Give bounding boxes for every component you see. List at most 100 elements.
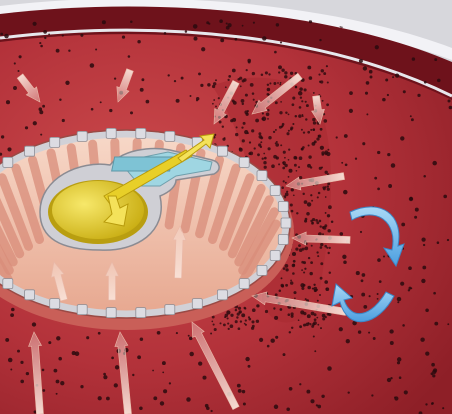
particle [215, 106, 217, 108]
particle [394, 396, 396, 398]
particle [256, 304, 259, 307]
particle [202, 376, 206, 380]
particle [275, 336, 278, 339]
particle [369, 70, 373, 74]
particle [289, 387, 293, 391]
particle [313, 128, 316, 131]
particle [326, 247, 328, 249]
particle [320, 128, 323, 131]
particle [397, 301, 399, 303]
particle [228, 328, 230, 330]
particle [292, 252, 296, 256]
particle [283, 353, 286, 356]
particle [248, 61, 251, 64]
particle [309, 20, 312, 23]
particle [1, 135, 4, 138]
particle [262, 36, 266, 40]
particle [56, 49, 60, 53]
particle [447, 239, 449, 241]
particle [39, 42, 41, 44]
particle [236, 126, 238, 128]
particle [242, 79, 245, 82]
particle [160, 401, 164, 405]
particle [322, 233, 324, 235]
particle [251, 320, 254, 323]
particle [325, 150, 329, 154]
particle [20, 380, 24, 384]
particle [326, 288, 328, 290]
particle [206, 21, 209, 24]
particle [397, 361, 400, 364]
particle [328, 205, 332, 209]
particle [423, 244, 425, 246]
rim-tooth [165, 131, 175, 141]
particle [111, 357, 114, 360]
particle [302, 193, 304, 195]
particle [421, 279, 425, 283]
particle [283, 163, 285, 165]
particle [281, 68, 284, 71]
particle [227, 317, 229, 319]
particle [292, 97, 295, 100]
particle [403, 90, 406, 93]
particle [223, 323, 226, 326]
particle [214, 328, 217, 331]
particle [401, 223, 405, 227]
particle [295, 115, 297, 117]
particle [310, 129, 312, 131]
particle [284, 71, 287, 74]
particle [298, 91, 303, 96]
particle [365, 92, 368, 95]
particle [325, 316, 327, 318]
particle [285, 284, 288, 287]
particle [238, 389, 242, 393]
particle [448, 100, 451, 103]
particle [237, 313, 240, 316]
particle [313, 92, 315, 94]
particle [162, 371, 164, 373]
particle [7, 147, 11, 151]
particle [305, 118, 307, 120]
rim-tooth [278, 202, 288, 212]
particle [327, 149, 329, 151]
particle [312, 118, 315, 121]
particle [289, 169, 293, 173]
particle [56, 380, 60, 384]
particle [290, 128, 293, 131]
particle [210, 410, 212, 412]
particle [299, 176, 302, 179]
particle [201, 47, 205, 51]
particle [313, 321, 317, 325]
rim-tooth [270, 186, 280, 196]
particle [40, 134, 42, 136]
particle [316, 137, 319, 140]
particle [382, 98, 386, 102]
particle [222, 125, 224, 127]
particle [247, 110, 249, 112]
particle [318, 74, 320, 76]
particle [252, 92, 255, 95]
particle [417, 94, 420, 97]
particle [103, 373, 106, 376]
particle [369, 295, 371, 297]
particle [420, 337, 424, 341]
particle [408, 287, 411, 290]
particle [327, 188, 330, 191]
particle [98, 396, 102, 400]
particle [320, 262, 323, 265]
particle [259, 338, 263, 342]
particle [235, 309, 237, 311]
particle [283, 151, 286, 154]
particle [410, 115, 412, 117]
particle [322, 318, 325, 321]
particle [359, 59, 363, 63]
particle [392, 76, 394, 78]
particle [425, 351, 429, 355]
particle [421, 237, 425, 241]
particle [237, 78, 240, 81]
particle [285, 268, 288, 271]
particle [222, 138, 225, 141]
particle [321, 395, 324, 398]
particle [263, 153, 265, 155]
particle [268, 147, 271, 150]
